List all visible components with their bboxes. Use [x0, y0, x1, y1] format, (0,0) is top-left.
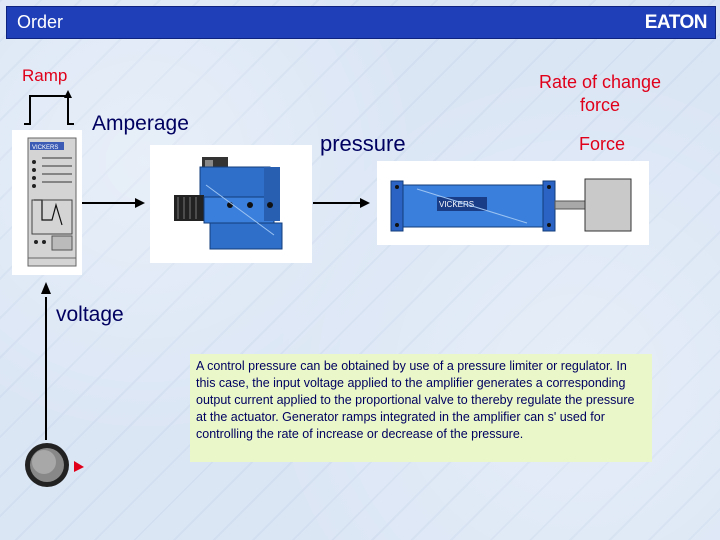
amperage-label: Amperage — [92, 112, 189, 135]
cylinder-brand-text: VICKERS — [439, 200, 474, 209]
title-bar: Order EATON — [6, 6, 716, 39]
amplifier-card-icon: VICKERS — [27, 137, 77, 267]
pressure-label: pressure — [320, 131, 406, 156]
ramp-label: Ramp — [22, 66, 68, 85]
slide-title: Order — [17, 12, 64, 32]
eaton-logo: EATON — [644, 12, 708, 33]
cylinder-actuator-image: VICKERS — [377, 161, 649, 245]
proportional-valve-image — [150, 145, 312, 263]
amplifier-card-image: VICKERS — [12, 130, 82, 275]
description-box: A control pressure can be obtained by us… — [190, 354, 652, 462]
amplifier-brand-text: VICKERS — [32, 145, 58, 151]
force-label: Force — [579, 134, 626, 154]
voltage-knob-icon — [25, 443, 84, 487]
voltage-label: voltage — [56, 303, 124, 326]
cylinder-icon: VICKERS — [390, 178, 632, 232]
ramp-symbol — [24, 90, 74, 125]
valve-icon — [174, 157, 283, 250]
rate-of-change-force-label: Rate of change force — [538, 72, 662, 115]
